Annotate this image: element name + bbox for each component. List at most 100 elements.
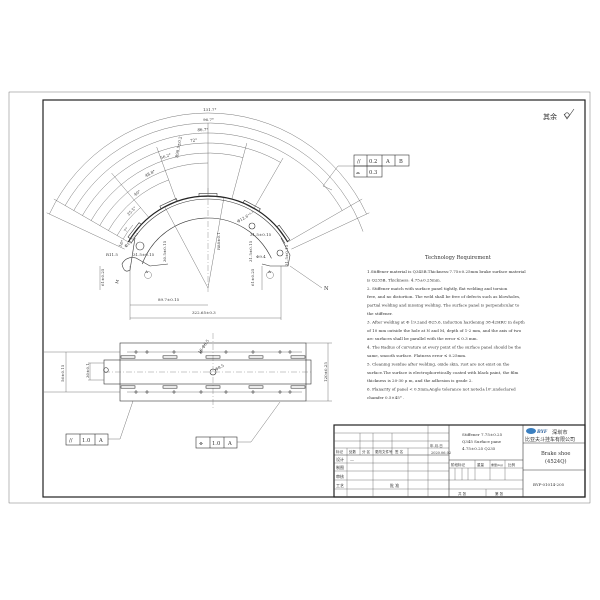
stiffener-edge: [141, 217, 272, 265]
hole: [276, 249, 284, 257]
svg-text://: //: [357, 159, 361, 165]
dimension-arc: [82, 142, 281, 216]
weld-pad: [162, 355, 178, 359]
title-block-header: 签 名: [395, 449, 403, 454]
angle-dimension: 16°: [117, 239, 125, 248]
title-block-header: 处数: [349, 449, 357, 454]
requirement-line: the stiffener.: [367, 311, 393, 316]
title-block-header: 分 区: [362, 449, 371, 454]
dimension-arc: [99, 162, 209, 226]
svg-text:阶段标记: 阶段标记: [451, 462, 465, 467]
requirement-line: 3. After welding at Φ 19.2and Φ25.6, ind…: [367, 319, 525, 324]
extension-line: [231, 143, 248, 200]
requirement-line: 4. The Radius of curvature at every poin…: [367, 345, 522, 350]
title-block-header: 标记: [336, 449, 344, 454]
bottom-view: 56±0.15 30±0.1 120±0.25 Φ8.5 16-Φ6.5: [44, 333, 332, 410]
surface-finish-note: 其余: [543, 108, 575, 121]
svg-text:Φ9.4: Φ9.4: [256, 254, 266, 259]
svg-text://: //: [69, 438, 73, 444]
hole: [248, 222, 256, 230]
hole-mark: [134, 390, 138, 394]
title-block-header: 年.月.日: [430, 443, 443, 448]
requirements-title: Technology Requirement: [425, 255, 492, 261]
hole-mark: [251, 390, 255, 394]
weld-pad: [127, 222, 142, 240]
requirement-line: arc surfaces shall be parallel with the …: [367, 336, 478, 341]
requirement-line: chamfer 0.5×45° .: [367, 395, 404, 400]
angle-dimension: 72°: [190, 137, 198, 143]
weld-pad: [162, 385, 178, 389]
svg-text:Stiffener 7.75±0.25: Stiffener 7.75±0.25: [462, 432, 503, 437]
svg-text:31.5±0.15: 31.5±0.15: [248, 240, 253, 262]
weld-pad: [290, 355, 306, 359]
svg-text:其余: 其余: [543, 112, 557, 121]
svg-text:2020.06.02: 2020.06.02: [431, 451, 451, 455]
weld-pad: [120, 385, 136, 389]
svg-text:工艺: 工艺: [336, 483, 344, 488]
svg-text:0.2: 0.2: [369, 159, 377, 165]
svg-text:A: A: [98, 438, 103, 444]
weld-pad: [248, 355, 264, 359]
svg-text:A: A: [144, 269, 148, 274]
svg-text:(4524Q): (4524Q): [545, 458, 567, 465]
angle-dimension: 48.8°: [144, 169, 156, 178]
hole-mark: [224, 390, 228, 394]
hole-mark: [288, 390, 292, 394]
svg-text:31.5±0.15: 31.5±0.15: [250, 232, 272, 237]
svg-text:0.3: 0.3: [369, 170, 377, 176]
requirement-line: surface.The surface is electrophoretical…: [367, 370, 519, 375]
svg-text:R11.5: R11.5: [106, 252, 118, 257]
weld-pad: [242, 199, 261, 212]
hole-mark: [134, 350, 138, 354]
svg-text:Q345 Surface pane: Q345 Surface pane: [462, 439, 502, 444]
title-block: 标记处数分 区更改文件号签 名年.月.日 2020.06.02 设计 制图 审核…: [333, 424, 586, 498]
svg-text:120±0.25: 120±0.25: [323, 362, 328, 382]
gdt-frame-top: // 0.2 A B ⌓ 0.3: [322, 154, 410, 191]
hole-mark: [199, 390, 203, 394]
requirement-line: partial welding and missing welding. The…: [367, 303, 520, 308]
requirement-line: of 10 mm outside the hole at N and M, de…: [367, 328, 522, 333]
hole-mark: [288, 350, 292, 354]
angle-dimension: 7°: [123, 226, 130, 233]
requirement-line: 5. Cleaning residue after welding, oxide…: [367, 361, 510, 366]
svg-text:Φ14.5⁺⁰·²: Φ14.5⁺⁰·²: [123, 232, 140, 249]
front-view: 131.7°96.7°86.7°72°56.2°48.8°40°25.5°7°1…: [46, 107, 370, 320]
dimension-arc: [116, 207, 141, 236]
svg-text:30±0.1: 30±0.1: [85, 363, 90, 378]
svg-text:Φ12.6⁺⁰·²: Φ12.6⁺⁰·²: [236, 210, 255, 224]
weld-pad: [290, 385, 306, 389]
front-view-dimensions: R98.5±0.2 R88±0.1 Φ14.5⁺⁰·² Φ12.6⁺⁰·² R1…: [100, 136, 329, 315]
svg-text:56±0.15: 56±0.15: [60, 364, 65, 382]
inner-frame: [42, 99, 586, 498]
angle-dimension: 96.7°: [203, 117, 214, 122]
svg-text:4.75±0.25 Q235: 4.75±0.25 Q235: [462, 446, 496, 451]
svg-text:⌓: ⌓: [356, 170, 360, 176]
angle-dimension: 25.5°: [126, 205, 137, 216]
gdt-frame-left: // 1.0 A: [65, 400, 134, 446]
title-block-header: 更改文件号: [375, 449, 393, 454]
svg-text:设计: 设计: [336, 456, 344, 462]
svg-text:N: N: [324, 286, 329, 292]
svg-text:第 张: 第 张: [495, 491, 504, 496]
weld-pad: [205, 385, 221, 389]
weld-pad: [120, 355, 136, 359]
hole-mark: [172, 390, 176, 394]
dimension-arc: [64, 122, 364, 232]
hole-mark: [224, 350, 228, 354]
weld-pad: [205, 355, 221, 359]
svg-text:批 准: 批 准: [390, 482, 399, 488]
svg-text:A: A: [227, 441, 232, 447]
technology-requirements: Technology Requirement 1.Stiffener mater…: [367, 255, 526, 400]
svg-text:R98.5±0.2: R98.5±0.2: [174, 136, 183, 159]
requirement-line: 6. Planarity of panel < 0.5mm;Angle tole…: [367, 387, 516, 392]
extension-line: [46, 212, 125, 250]
requirement-line: thickness is 20-30 μ m, and the adhesion…: [367, 378, 473, 383]
svg-text:深圳市: 深圳市: [552, 428, 568, 436]
svg-text:⌯: ⌯: [199, 441, 204, 447]
hole-mark: [172, 350, 176, 354]
requirement-line: same, smooth surface. Flatness error ≤ 0…: [367, 353, 466, 358]
extension-line: [291, 212, 370, 250]
hole: [135, 241, 145, 251]
svg-text:89.7±0.15: 89.7±0.15: [158, 297, 180, 302]
